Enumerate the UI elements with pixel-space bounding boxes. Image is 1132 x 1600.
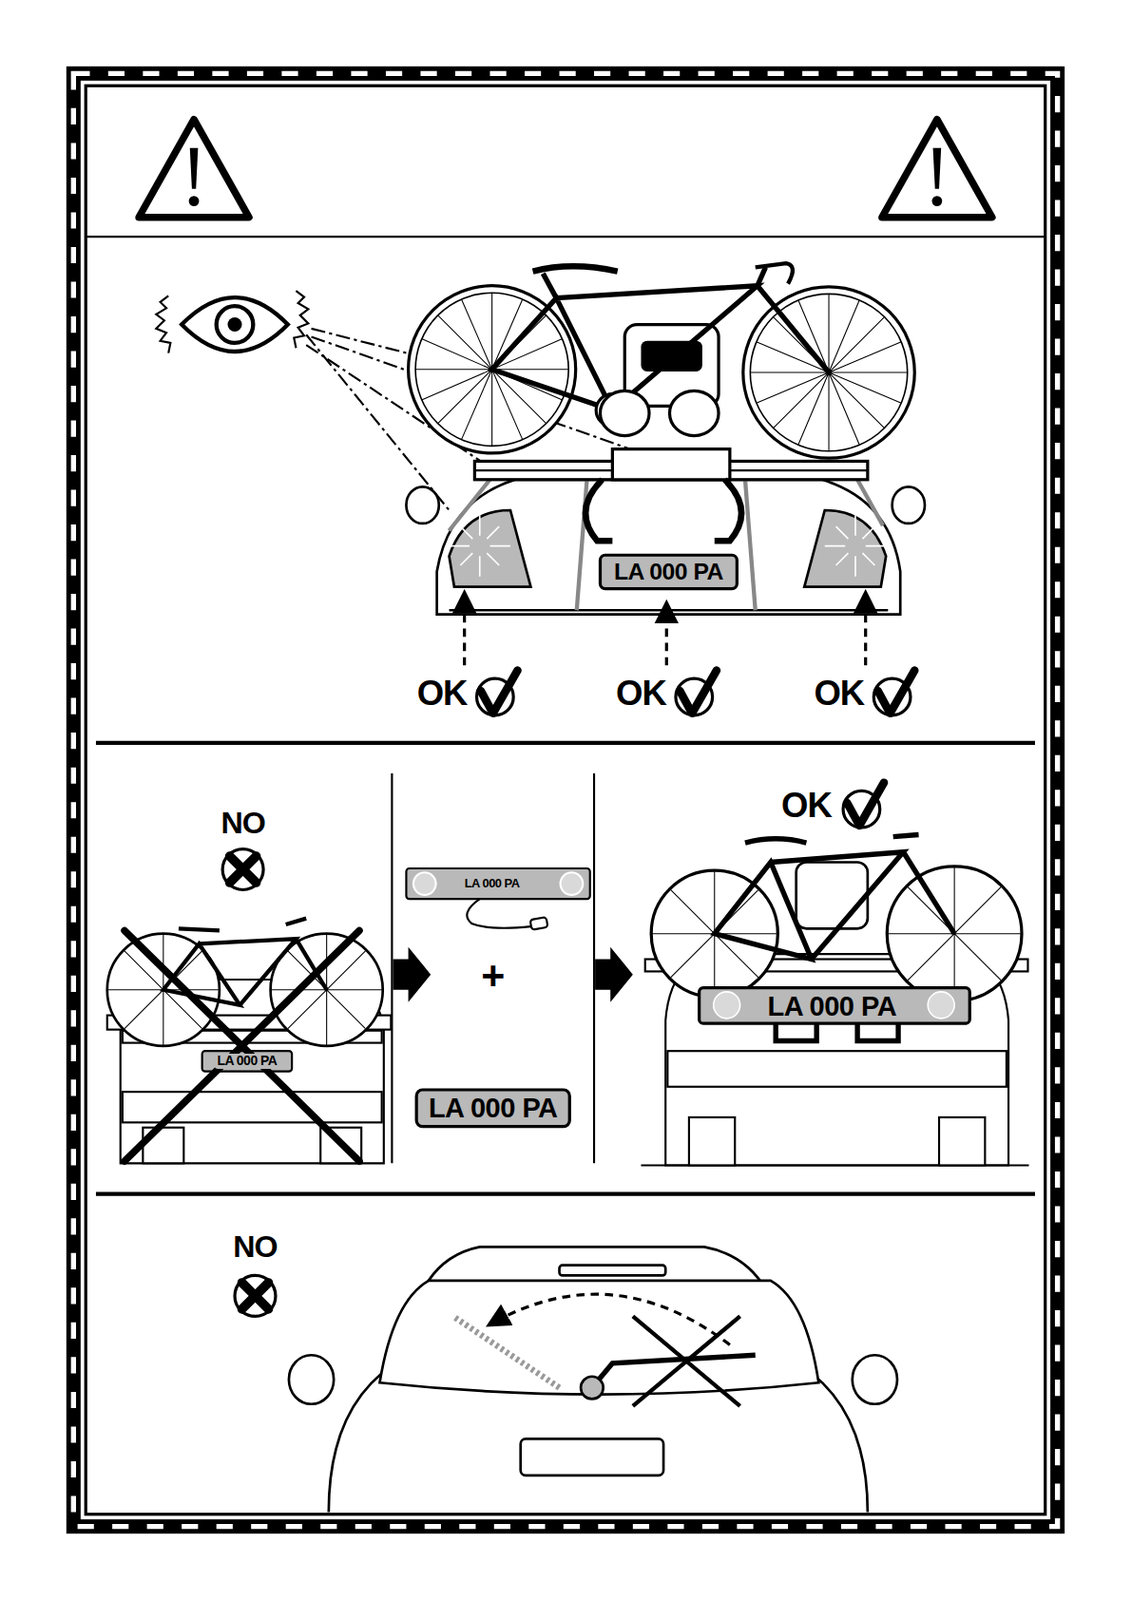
bicycle — [408, 263, 916, 459]
step-arrow — [392, 947, 633, 1003]
no-label: NO — [220, 806, 265, 838]
wiper — [453, 1294, 756, 1407]
pointer-arrow — [464, 594, 866, 666]
license-plate: LA 000 PA — [461, 877, 523, 892]
warning-sign — [138, 119, 993, 218]
eye-icon — [155, 290, 308, 354]
ok-label: OK — [781, 788, 832, 825]
car-rear — [288, 1247, 898, 1513]
bicycle — [645, 835, 1029, 1025]
ok-label: OK — [615, 676, 667, 712]
hazard-frame — [73, 73, 1057, 1527]
no-label: NO — [232, 1231, 277, 1263]
license-plate: LA 000 PA — [213, 1054, 280, 1070]
ok-label: OK — [417, 676, 468, 712]
license-plate: LA 000 PA — [425, 1093, 561, 1124]
check-mark — [477, 671, 916, 828]
license-plate: LA 000 PA — [611, 559, 727, 586]
plus-sign: + — [480, 954, 505, 996]
license-plate: LA 000 PA — [764, 991, 900, 1021]
cross-out — [124, 930, 360, 1162]
car-rear — [405, 479, 925, 615]
light-board — [405, 868, 590, 1128]
ok-label: OK — [813, 676, 864, 712]
